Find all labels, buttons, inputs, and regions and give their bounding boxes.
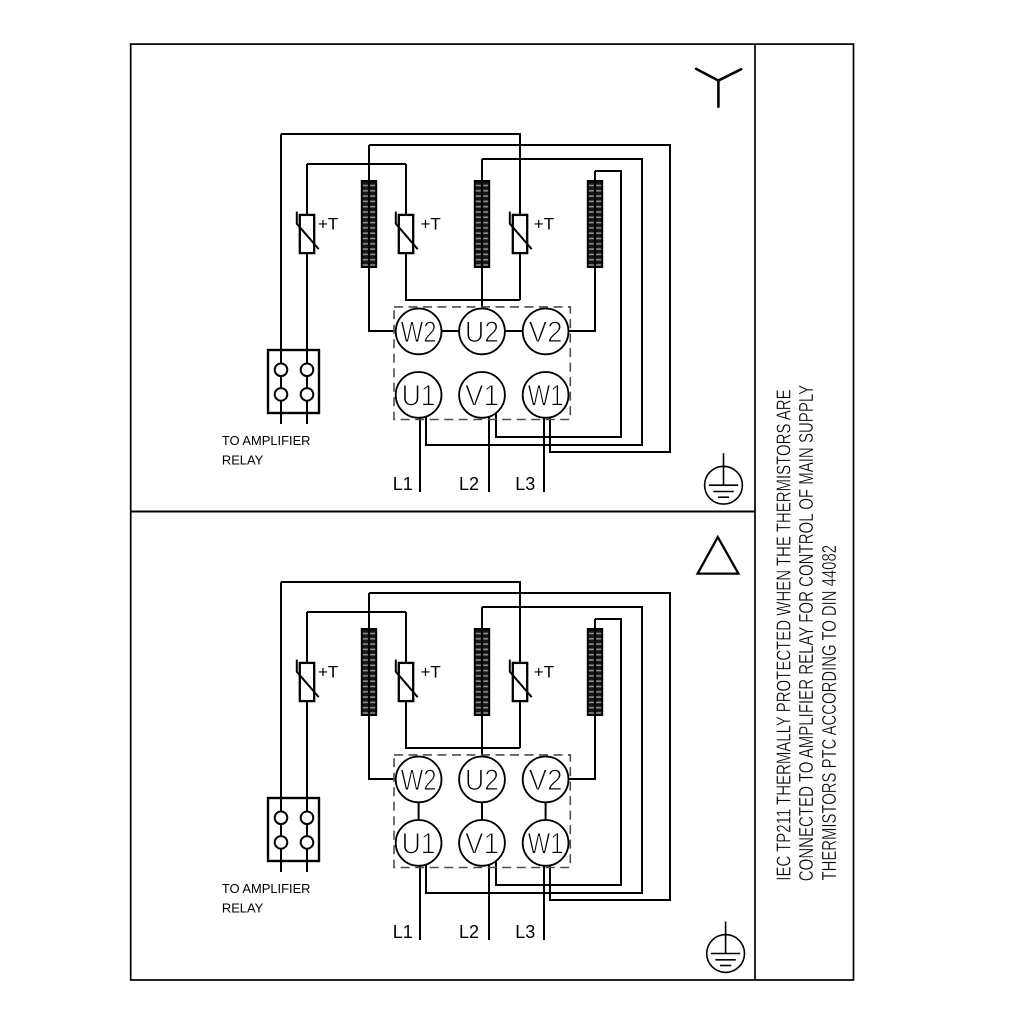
svg-text:THERMISTORS PTC ACCORDING TO D: THERMISTORS PTC ACCORDING TO DIN 44082 [819,545,841,881]
svg-text:IEC TP211 THERMALLY PROTECTED: IEC TP211 THERMALLY PROTECTED WHEN THE T… [774,389,796,880]
svg-text:CONNECTED TO AMPLIFIER RELAY F: CONNECTED TO AMPLIFIER RELAY FOR CONTROL… [796,385,818,881]
